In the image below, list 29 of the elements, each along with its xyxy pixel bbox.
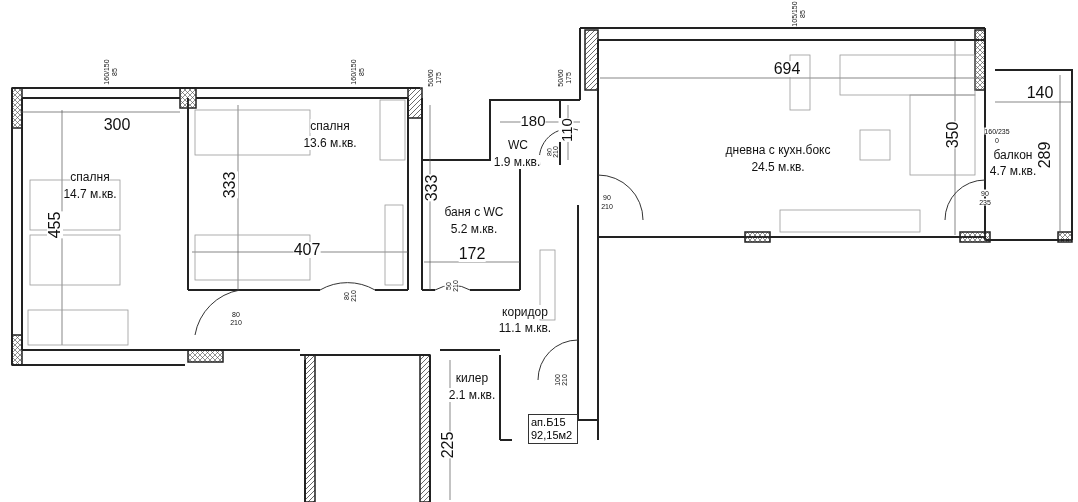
room-area-text: 13.6 м.кв. bbox=[303, 136, 357, 150]
room-area-text: 14.7 м.кв. bbox=[63, 187, 117, 201]
apartment-number: ап.Б15 bbox=[531, 416, 566, 428]
room-name: баня с WC bbox=[444, 205, 504, 219]
room-name: спалня bbox=[310, 119, 350, 133]
dimension-label: 140 bbox=[1026, 85, 1054, 101]
room-area-text: 2.1 м.кв. bbox=[448, 388, 496, 402]
dimension-label: 225 bbox=[440, 431, 456, 459]
dimension-label: 694 bbox=[773, 61, 801, 77]
room-name: дневна с кухн.бокс bbox=[725, 143, 831, 157]
room-area-text: 5.2 м.кв. bbox=[450, 222, 498, 236]
room-area-text: 4.7 м.кв. bbox=[989, 164, 1037, 178]
dimension-label: 455 bbox=[47, 211, 63, 239]
room-name: WC bbox=[508, 138, 528, 152]
room-area-text: 24.5 м.кв. bbox=[751, 160, 805, 174]
apartment-label-box bbox=[528, 414, 578, 444]
dimension-label: 333 bbox=[424, 174, 440, 202]
dimension-label: 333 bbox=[222, 171, 238, 199]
dimension-label: 350 bbox=[945, 121, 961, 149]
room-name: коридор bbox=[502, 305, 548, 319]
dimension-label: 110 bbox=[558, 118, 574, 142]
dimension-label: 172 bbox=[458, 246, 486, 262]
room-name: балкон bbox=[993, 148, 1033, 162]
dimension-label: 289 bbox=[1037, 141, 1053, 169]
dimension-label: 300 bbox=[103, 117, 131, 133]
room-area-text: 1.9 м.кв. bbox=[493, 155, 541, 169]
apartment-area: 92,15м2 bbox=[531, 429, 573, 441]
room-area-text: 11.1 м.кв. bbox=[498, 321, 552, 335]
dimension-label: 407 bbox=[293, 242, 321, 258]
